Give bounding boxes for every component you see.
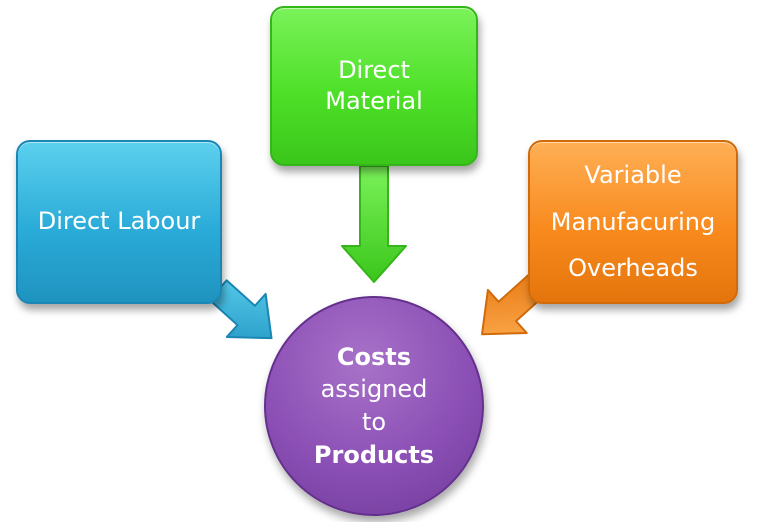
box-variable-overheads-line-2: Manufacuring <box>550 207 716 236</box>
box-direct-labour-label: Direct Labour <box>37 207 201 236</box>
circle-line-assigned: assigned <box>320 375 428 404</box>
circle-line-products: Products <box>313 440 435 469</box>
box-variable-overheads-text: Variable Manufacuring Overheads <box>551 152 715 292</box>
box-direct-material-text: Direct Material <box>325 55 423 117</box>
box-direct-material-line-2: Material <box>325 87 423 115</box>
circle-costs-assigned: Costs assigned to Products <box>264 296 484 516</box>
box-direct-material-line-1: Direct <box>338 55 410 84</box>
box-variable-overheads-line-1: Variable <box>584 160 682 189</box>
box-variable-overheads: Variable Manufacuring Overheads <box>528 140 738 304</box>
circle-line-costs: Costs <box>336 342 412 371</box>
box-direct-labour-text: Direct Labour <box>38 203 201 240</box>
circle-costs-assigned-text: Costs assigned to Products <box>314 341 434 472</box>
box-direct-labour: Direct Labour <box>16 140 222 304</box>
arrow-material-to-center <box>341 165 407 283</box>
circle-line-to: to <box>361 408 387 436</box>
box-direct-material: Direct Material <box>270 6 478 166</box>
box-variable-overheads-line-3: Overheads <box>568 254 698 283</box>
arrow-labour-to-center <box>208 279 273 340</box>
